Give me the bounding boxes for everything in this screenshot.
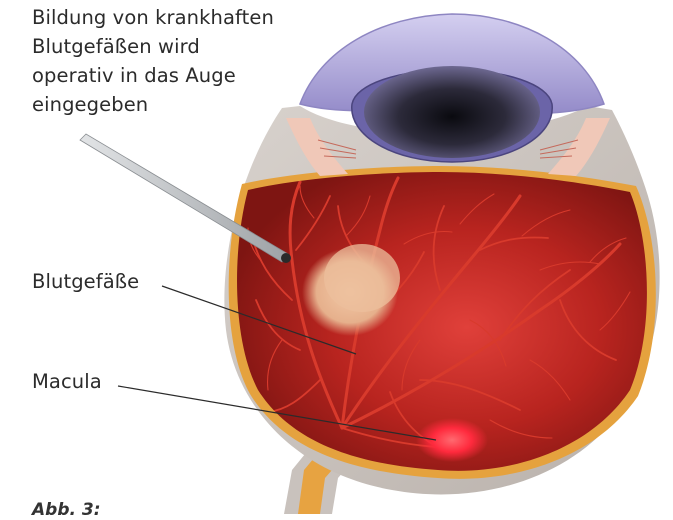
injection-label-line-3: operativ in das Auge [32, 62, 236, 90]
injection-label-line-1: Bildung von krankhaften [32, 4, 274, 32]
injection-label-line-2: Blutgefäßen wird [32, 33, 200, 61]
blood-vessels-label: Blutgefäße [32, 268, 139, 296]
lens [364, 66, 540, 158]
macula-spot [416, 418, 488, 462]
figure-caption: Abb. 3: [32, 500, 101, 520]
macula-label: Macula [32, 368, 102, 396]
injection-label-line-4: eingegeben [32, 91, 148, 119]
